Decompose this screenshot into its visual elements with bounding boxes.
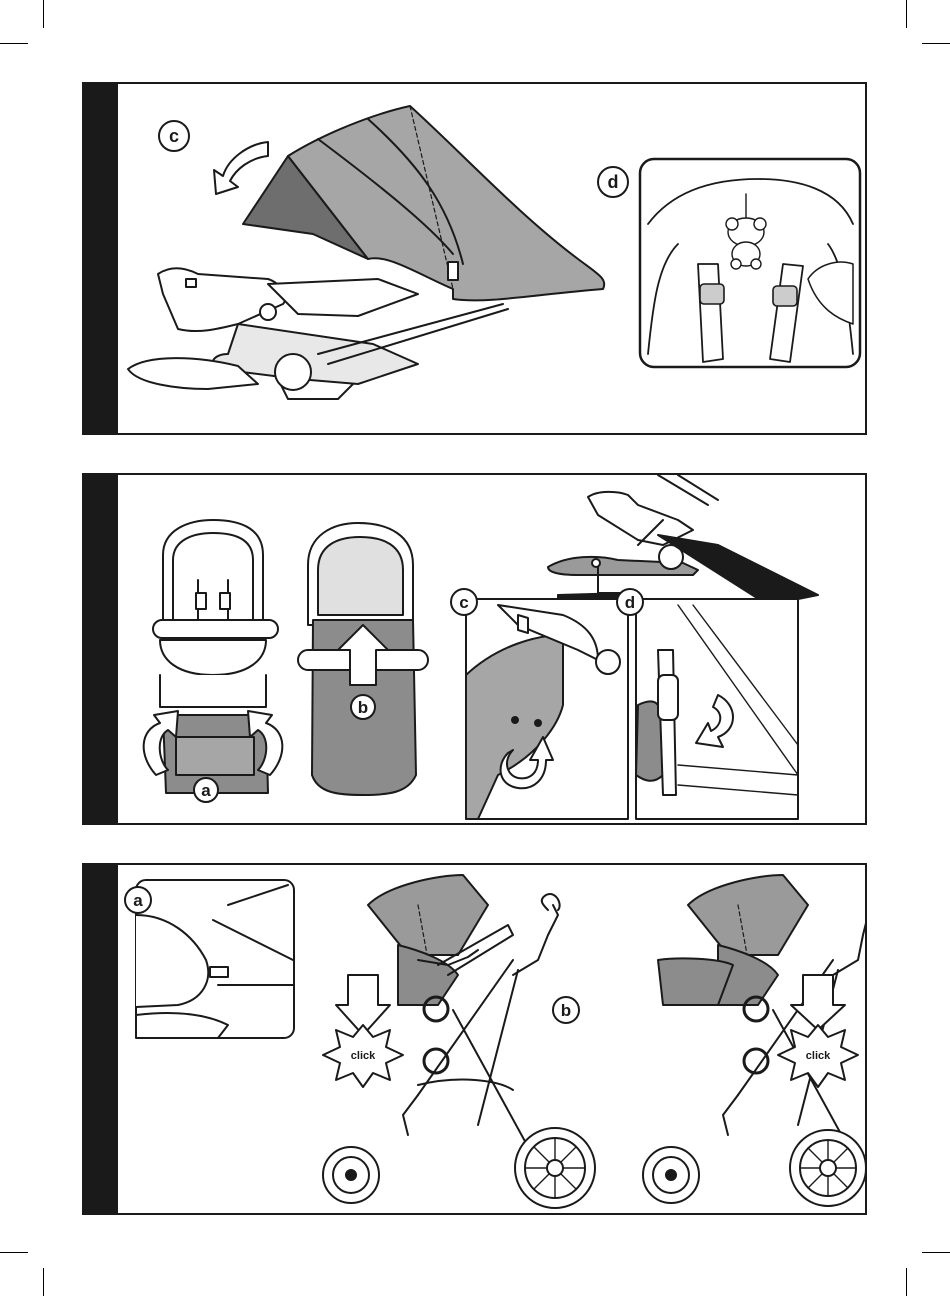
crop-mark <box>43 0 44 28</box>
click-label: click <box>351 1050 376 1062</box>
crop-mark <box>0 1252 28 1253</box>
crop-mark <box>922 1252 950 1253</box>
panel-side-bar <box>84 475 118 823</box>
step-label-d: d <box>625 593 635 612</box>
instruction-panel-footmuff: a b c d <box>82 473 867 825</box>
crop-mark <box>906 1268 907 1296</box>
down-arrow-icon <box>791 975 845 1030</box>
step-label-c: c <box>459 593 468 612</box>
panel-side-bar <box>84 865 118 1213</box>
step-label-b: b <box>358 698 368 717</box>
step-label-a: a <box>201 781 211 800</box>
step-label-c: c <box>169 126 179 146</box>
hinge-knob <box>275 354 311 390</box>
harness-strap-left <box>698 264 723 362</box>
step-label-b: b <box>561 1001 571 1020</box>
canopy-illustration: c d <box>118 84 867 433</box>
step-label-d: d <box>608 172 619 192</box>
click-label: click <box>806 1050 831 1062</box>
panel-side-bar <box>84 84 118 433</box>
crop-mark <box>922 43 950 44</box>
crop-mark <box>43 1268 44 1296</box>
canopy-top <box>288 106 604 300</box>
armrest <box>158 268 285 331</box>
footmuff-illustration: a b c d <box>118 475 867 823</box>
instruction-panel-seat-attach: a b click click <box>82 863 867 1215</box>
crop-mark <box>0 43 28 44</box>
instruction-panel-canopy: c d <box>82 82 867 435</box>
seat-attach-illustration: a b click click <box>118 865 867 1213</box>
step-label-a: a <box>133 891 143 910</box>
rotate-arrow-icon <box>214 142 268 194</box>
bumper-bar <box>153 620 278 638</box>
crop-mark <box>906 0 907 28</box>
